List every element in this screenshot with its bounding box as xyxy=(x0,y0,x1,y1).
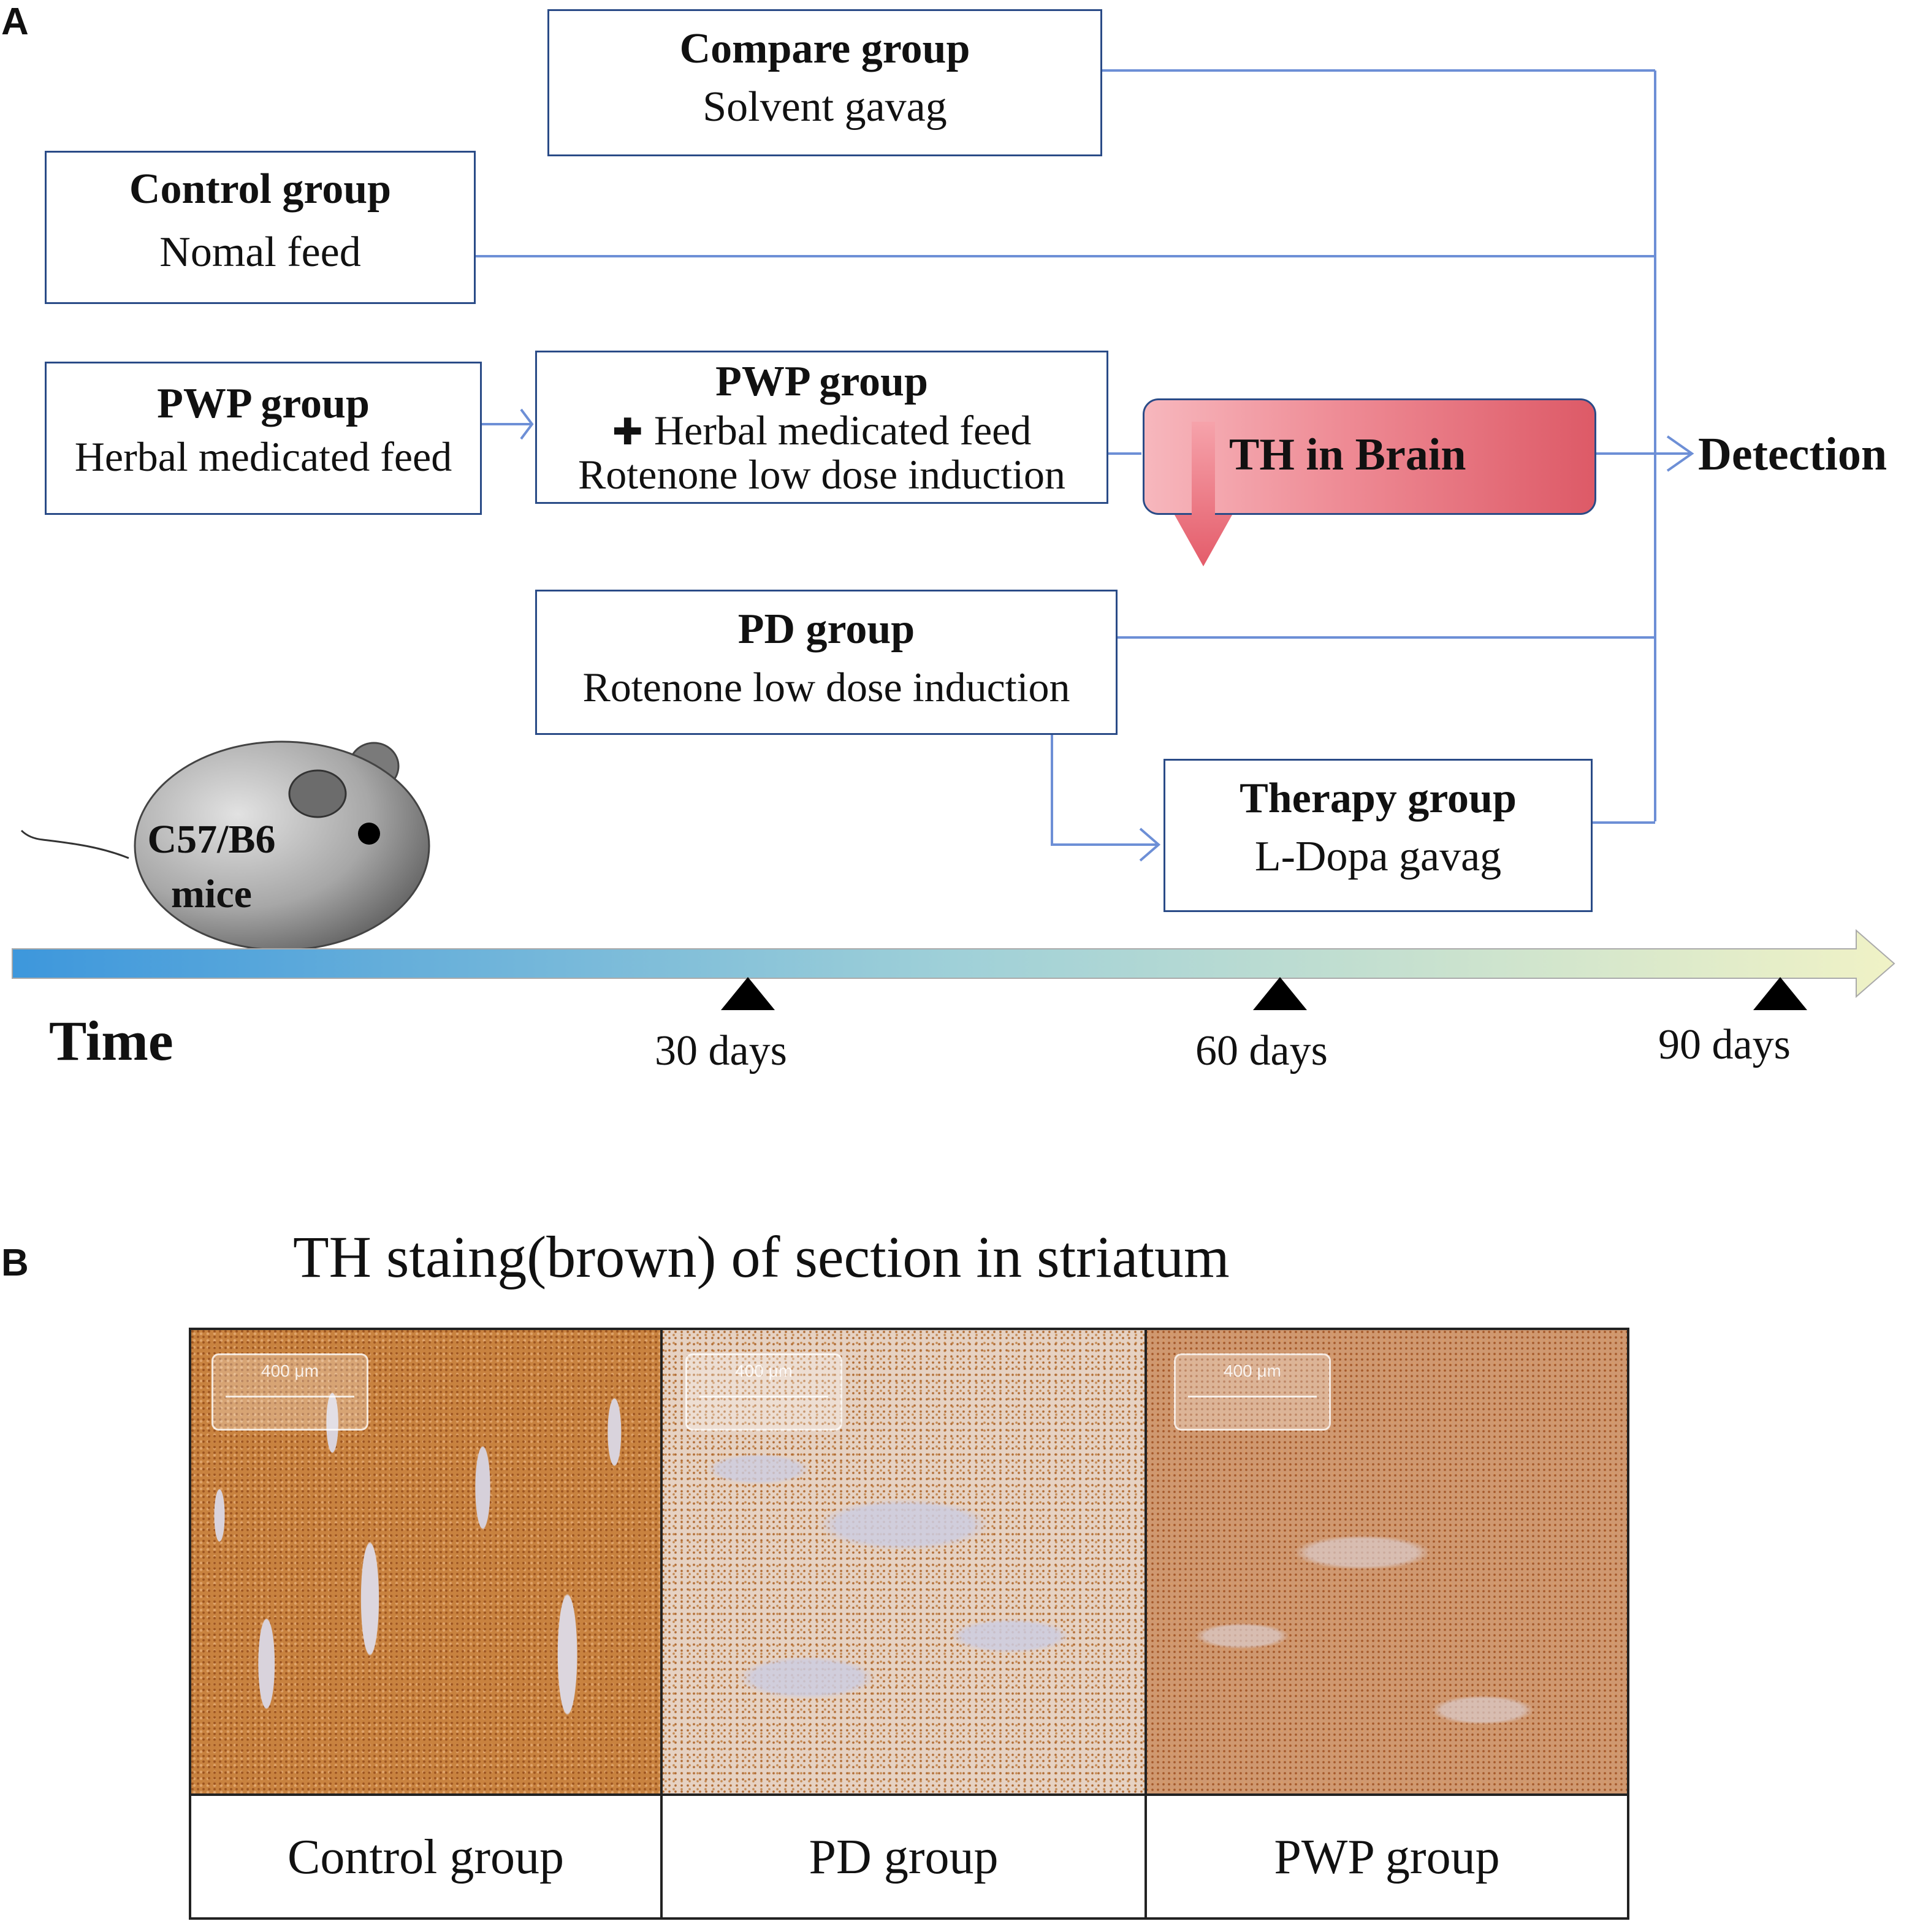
time-label: Time xyxy=(49,1010,173,1072)
scale-bar-pwp-label: 400 μm xyxy=(1224,1361,1281,1380)
tick-marker-60 xyxy=(1253,977,1307,1010)
caption-pwp: PWP group xyxy=(1274,1830,1500,1884)
caption-control: Control group xyxy=(287,1830,565,1884)
pwp-main-sub2: Rotenone low dose induction xyxy=(577,451,1066,498)
compare-group-sub: Solvent gavag xyxy=(703,83,947,131)
control-group-sub: Nomal feed xyxy=(159,228,361,276)
divider-1 xyxy=(660,1328,663,1920)
micrograph-pwp xyxy=(1146,1330,1627,1793)
scale-bar-control-label: 400 μm xyxy=(261,1361,319,1380)
micrograph-frame xyxy=(189,1328,1629,1920)
mouse-label: C57/B6 mice xyxy=(129,812,294,921)
pd-group-box: PD group Rotenone low dose induction xyxy=(535,590,1118,735)
pd-group-sub: Rotenone low dose induction xyxy=(582,663,1070,710)
scale-bar-control: 400 μm xyxy=(211,1353,368,1431)
control-group-box: Control group Nomal feed xyxy=(45,151,476,304)
panel-a-letter: A xyxy=(1,1,29,43)
mouse-label-line2: mice xyxy=(171,872,252,917)
tick-marker-90 xyxy=(1753,977,1807,1010)
scale-bar-pwp: 400 μm xyxy=(1174,1353,1331,1431)
mouse-icon xyxy=(20,740,430,950)
th-in-brain-box xyxy=(1143,398,1596,515)
tick-label-90: 90 days xyxy=(1658,1021,1791,1068)
micrograph-pd xyxy=(661,1330,1146,1793)
caption-pd: PD group xyxy=(809,1830,999,1884)
th-in-brain-label: TH in Brain xyxy=(1229,430,1466,480)
pd-therapy-arrow xyxy=(1051,732,1161,862)
tick-marker-30 xyxy=(721,977,775,1010)
scale-bar-pd-label: 400 μm xyxy=(735,1361,793,1380)
therapy-group-box: Therapy group L-Dopa gavag xyxy=(1164,759,1593,912)
mouse-label-line1: C57/B6 xyxy=(147,817,276,862)
compare-group-title: Compare group xyxy=(679,25,970,72)
pwp-main-sub1: Herbal medicated feed xyxy=(653,406,1032,454)
pwp-main-title: PWP group xyxy=(715,358,928,405)
therapy-group-sub: L-Dopa gavag xyxy=(1254,832,1502,880)
pwp-pre-sub: Herbal medicated feed xyxy=(74,433,452,480)
connector-lines xyxy=(474,69,1694,862)
tick-label-60: 60 days xyxy=(1195,1027,1328,1074)
pwp-pre-title: PWP group xyxy=(157,380,370,427)
caption-divider xyxy=(189,1793,1629,1796)
timeline-arrow xyxy=(12,929,1895,998)
pwp-pre-arrow xyxy=(478,408,534,440)
detection-label: Detection xyxy=(1698,428,1887,480)
control-group-title: Control group xyxy=(129,165,392,213)
divider-2 xyxy=(1145,1328,1147,1920)
tick-label-30: 30 days xyxy=(655,1027,787,1074)
down-arrow-icon xyxy=(1175,422,1232,566)
therapy-group-title: Therapy group xyxy=(1240,775,1517,822)
plus-icon: ✚ xyxy=(612,410,643,454)
micrograph-control xyxy=(191,1330,661,1793)
pd-group-title: PD group xyxy=(737,606,915,653)
pwp-pre-box: PWP group Herbal medicated feed xyxy=(45,362,482,515)
pwp-main-box: PWP group ✚Herbal medicated feed Rotenon… xyxy=(535,351,1108,504)
panel-b-letter: B xyxy=(1,1242,29,1284)
compare-group-box: Compare group Solvent gavag xyxy=(547,9,1102,156)
scale-bar-pd: 400 μm xyxy=(685,1353,842,1431)
panel-b-title: TH staing(brown) of section in striatum xyxy=(293,1224,1230,1290)
detection-arrow xyxy=(1594,435,1694,472)
